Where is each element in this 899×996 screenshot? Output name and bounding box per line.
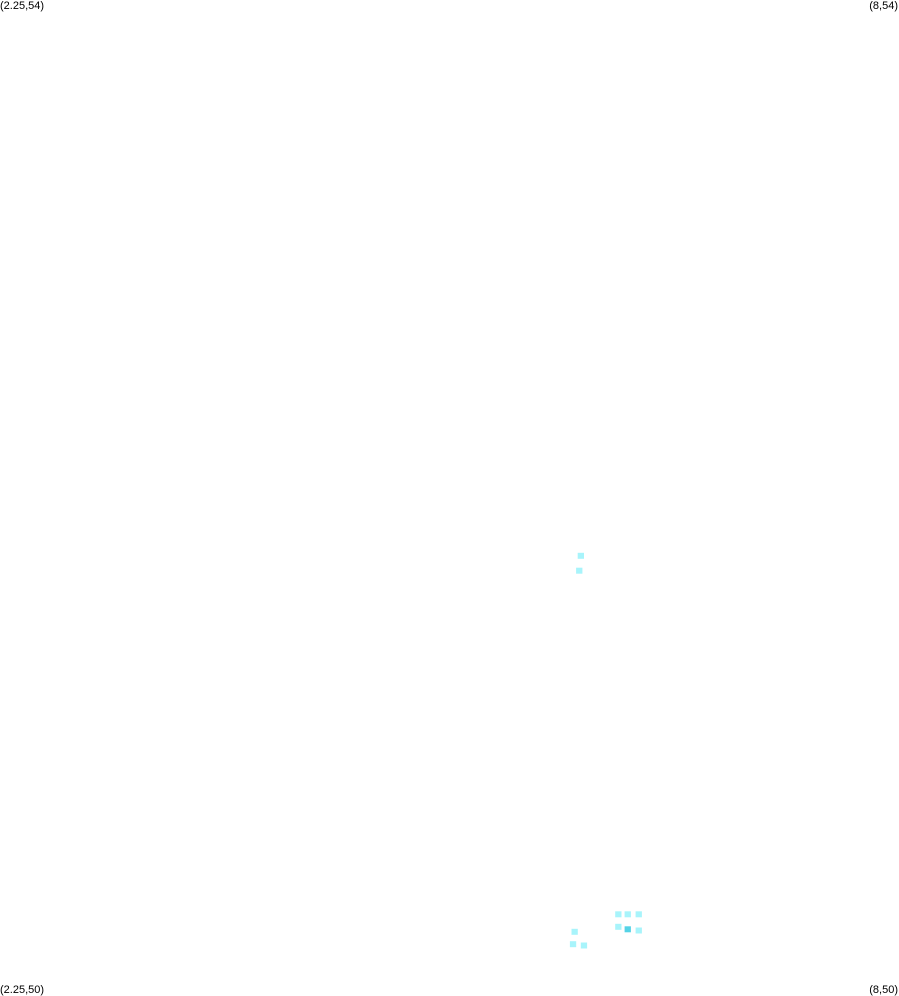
density-cell [615, 923, 622, 930]
density-cell [569, 941, 577, 948]
density-cell [624, 911, 631, 918]
density-cells [569, 552, 642, 949]
density-cell [624, 926, 631, 933]
density-cell [577, 552, 584, 559]
density-cell [571, 928, 578, 935]
corner-label-top-right: (8,54) [869, 0, 898, 12]
corner-label-bottom-right: (8,50) [869, 984, 898, 996]
density-cell [580, 942, 588, 949]
density-cell [635, 911, 642, 918]
density-cell [576, 567, 583, 574]
corner-label-top-left: (2.25,54) [0, 0, 45, 12]
corner-label-bottom-left: (2.25,50) [0, 984, 45, 996]
density-cell [615, 911, 622, 918]
density-cell [635, 927, 642, 934]
